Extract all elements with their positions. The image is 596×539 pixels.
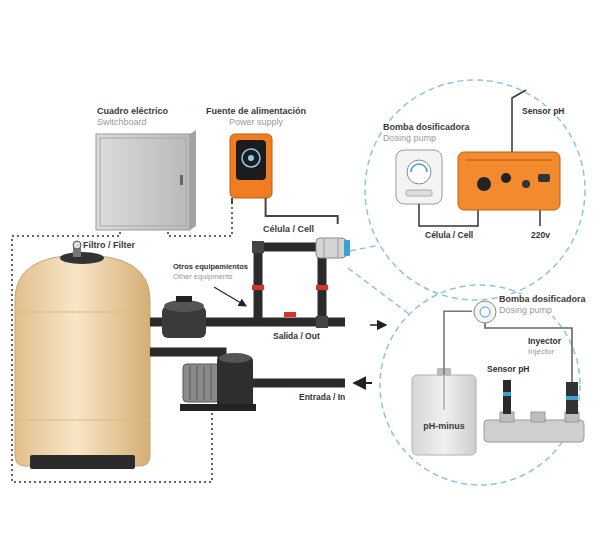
node-subtitle: Switchboard: [96, 117, 148, 128]
zoom-arrow: [370, 324, 386, 326]
node-title: Fuente de alimentación: [205, 106, 307, 117]
controller-port: [501, 173, 511, 183]
node-title: Filtro / Filter: [82, 240, 136, 251]
pipe-saddle: [531, 412, 545, 422]
dip-tube: [443, 376, 444, 410]
cell-cable: [266, 204, 338, 224]
pump-motor: [183, 364, 219, 402]
zoom-leader: [350, 245, 380, 251]
node-title: Bomba dosificadora: [498, 294, 587, 305]
pipe-label: Entrada / In: [298, 392, 346, 402]
filter: Filtro / Filter: [14, 238, 154, 468]
valve-handle: [284, 312, 296, 317]
dosing-pump: [474, 301, 496, 323]
zoom-circle: [380, 285, 580, 485]
pump-panel: [406, 190, 432, 196]
part-label: Inyector: [527, 336, 562, 346]
cable-stub: [232, 198, 266, 204]
suction-pipe: [150, 352, 222, 360]
ph-sensor: [503, 380, 511, 414]
controller-box: [458, 152, 560, 210]
controller-switch: [538, 174, 550, 182]
cell: Célula / Cell: [262, 224, 350, 270]
mains-wire: [539, 210, 541, 226]
pump-head: [407, 160, 431, 184]
dosing-pump: Bomba dosificadoraDosing pump: [472, 292, 591, 324]
tank-base: [30, 455, 135, 469]
inlet-pipe: [250, 379, 345, 388]
switchboard: Cuadro eléctricoSwitchboard: [93, 104, 193, 232]
node-title: Bomba dosificadora: [382, 122, 471, 133]
motor-ribs: [190, 366, 211, 400]
switchboard-side: [190, 130, 196, 230]
node-subtitle: Dosing pump: [382, 133, 437, 144]
dosing-pump: Bomba dosificadoraDosing pump: [380, 120, 475, 206]
terminal-label: Célula / Cell: [424, 230, 474, 240]
cell-cap: [344, 240, 350, 256]
tank-lid: [60, 252, 104, 264]
valve-lever: [176, 296, 192, 302]
power-wire: [168, 204, 232, 236]
node-title: Cuadro eléctrico: [96, 106, 169, 117]
part-label: Injector: [527, 347, 555, 357]
power-supply: Fuente de alimentaciónPower supply: [196, 104, 316, 204]
controller-port: [477, 177, 491, 191]
node-title: Célula / Cell: [262, 224, 315, 235]
pipe-label: Salida / Out: [272, 331, 321, 341]
bypass-pipe: [258, 247, 322, 326]
pump-body: [217, 356, 253, 410]
sensor-band: [503, 392, 511, 396]
cell-ring: [324, 238, 338, 258]
sensor-label: Sensor pH: [521, 106, 566, 116]
node-subtitle: Dosing pump: [498, 305, 553, 316]
sensor-label: Sensor pH: [486, 364, 531, 374]
strainer-lid: [219, 353, 251, 363]
controller-rib: [466, 159, 552, 161]
node-subtitle: Power supply: [228, 117, 284, 128]
pump-base: [180, 404, 256, 411]
sensor-wire: [512, 90, 526, 152]
manifold-pipe: [484, 420, 584, 442]
pump-rotor: [411, 164, 427, 172]
pressure-gauge: [73, 241, 81, 249]
part-label: Otros equipamientos: [172, 262, 249, 271]
terminal-label: 220v: [530, 230, 551, 240]
controller-port: [522, 180, 530, 188]
pump-head: [480, 307, 490, 317]
switchboard-box: [96, 134, 190, 230]
filter-tank: [15, 255, 150, 466]
injector-band: [566, 396, 578, 400]
dosing-pump: [396, 150, 442, 204]
dosing-tube: [444, 311, 472, 375]
dosing-tube: [485, 323, 572, 382]
pipe-tee: [316, 316, 328, 328]
pipe-elbow: [252, 241, 264, 253]
power-supply-face: [236, 140, 266, 180]
pointer-arrow: [214, 287, 246, 306]
valve-handle: [252, 285, 264, 290]
power-supply-dial: [248, 155, 254, 161]
chemical-tank: [412, 375, 476, 455]
part-label: Other equipments: [172, 272, 234, 281]
power-supply-body: [230, 134, 272, 198]
flow-arrow: [354, 382, 372, 384]
node-title: pH-minus: [422, 421, 466, 432]
ph-minus-tank: pH-minus: [412, 375, 476, 455]
zoom-leader: [348, 268, 409, 314]
switchboard-handle: [180, 175, 183, 185]
tank-band: [15, 312, 150, 420]
power-supply-dial: [242, 149, 260, 167]
electrolysis-cell: [316, 238, 346, 258]
switchboard-door: [100, 138, 186, 226]
valve-handle: [316, 285, 328, 290]
injector: [566, 382, 578, 414]
zoom-circle: [365, 80, 585, 300]
